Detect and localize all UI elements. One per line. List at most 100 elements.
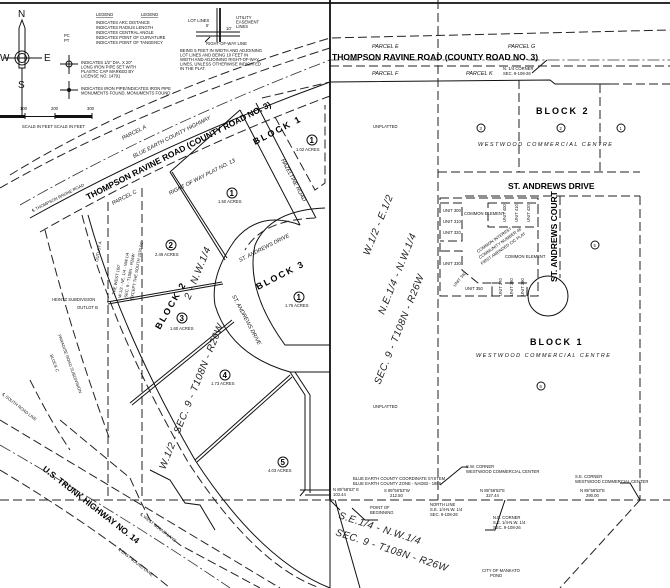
parcel-e-label: PARCEL E	[372, 44, 399, 50]
coord-note: BLUE EARTH COUNTY ZONE - NAD83 - 1986	[353, 481, 442, 486]
distance: 327.44	[486, 493, 499, 498]
distance: 290.00	[586, 493, 599, 498]
svg-text:2: 2	[169, 241, 174, 250]
lot-5-block2: 54.03 ACRES	[268, 456, 292, 473]
unit-label: UNIT 300	[443, 208, 462, 213]
easement-label: LOT LINES	[188, 18, 210, 23]
compass-n: N	[18, 9, 25, 20]
westwood-lot: 6	[536, 381, 546, 391]
svg-text:3: 3	[480, 126, 483, 131]
scale-tick: 200	[51, 106, 59, 111]
ne-corner-note: N.E. CORNER	[493, 515, 520, 520]
sw-corner-note: WESTWOOD COMMERCIAL CENTER	[466, 469, 539, 474]
legend-item: INDICATES CENTRAL ANGLE	[96, 30, 154, 35]
common-element-label: COMMON ELEMENT	[505, 254, 546, 259]
subdivision-line	[29, 379, 71, 451]
easement-label: UTILITY	[236, 15, 252, 20]
compass-w: W	[0, 53, 10, 64]
scale-tick: 300	[87, 106, 95, 111]
legend-item: INDICATES POINT OF CURVATURE	[96, 35, 166, 40]
unit-label: UNIT 310	[443, 219, 462, 224]
iron-pipe-found-icon	[60, 81, 78, 99]
lot-4-block2: 41.73 ACRES	[211, 369, 235, 386]
westwood-lot: 2	[556, 123, 566, 133]
svg-text:2: 2	[560, 126, 563, 131]
lot-3-block2: 31.60 ACRES	[170, 312, 194, 331]
lot-lines	[81, 81, 331, 588]
lot-1-block3: 11.76 ACRES	[285, 291, 309, 308]
boundary-lines	[0, 0, 670, 501]
unit-label: UNIT 420	[526, 203, 531, 222]
svg-text:1: 1	[297, 293, 302, 302]
westwood-block2-label: BLOCK 2	[536, 106, 590, 116]
north-line-note: S.E. 1/4-N.W. 1/4	[430, 507, 463, 512]
svg-text:1.73 ACRES: 1.73 ACRES	[211, 381, 235, 386]
easement-note: LOT LINES AND BEING 10 FEET IN	[180, 53, 248, 58]
legend-header: LEGEND	[141, 12, 158, 17]
legend: LEGEND LEGEND PC PT INDICATES ARC DISTAN…	[60, 12, 172, 99]
road-label-centerline: ℄ THOMPSON RAVINE ROAD	[30, 182, 85, 213]
svg-text:THE WEST 100': THE WEST 100'	[111, 264, 121, 295]
parcel-c-label: PARCEL C	[111, 189, 138, 207]
legend-item: INDICATES POINT OF TANGENCY	[96, 40, 163, 45]
compass-e: E	[44, 53, 51, 64]
westwood-block1-label: BLOCK 1	[530, 337, 584, 347]
unit-label: UNIT 370	[498, 277, 503, 296]
easement-detail: LOT LINES UTILITY EASEMENT LINES 5' 10' …	[180, 8, 262, 71]
easement-note: IN THE PLAT.	[180, 66, 206, 71]
svg-text:1.02 ACRES: 1.02 ACRES	[296, 147, 320, 152]
legend-header: LEGEND	[96, 12, 113, 17]
bearing: S 89°58'53"W	[384, 488, 410, 493]
easement-note: WIDTH AND ADJOINING RIGHT-OF-WAY	[180, 57, 259, 62]
west-lane-label: ℄ WEST BOUND LANE	[139, 511, 178, 543]
st-andrews-court-label: ST. ANDREWS COURT	[549, 190, 559, 282]
easement-label: RIGHT-OF-WAY LINE	[206, 41, 247, 46]
paradise-subdivision-label: PARADISE ROAD SUBDIVISION	[57, 334, 83, 394]
south-road-label: ℄ SOUTH ROAD LINE	[1, 391, 38, 422]
easement-note: LINES, UNLESS OTHERWISE INDICATED	[180, 62, 261, 67]
compass-s: S	[18, 80, 25, 91]
svg-text:4: 4	[223, 371, 228, 380]
easement-note: BEING 5 FEET IN WIDTH AND ADJOINING	[180, 48, 262, 53]
svg-text:1.76 ACRES: 1.76 ACRES	[285, 303, 309, 308]
westwood-lot: 1	[616, 123, 626, 133]
se-corner-note: WESTWOOD COMMERCIAL CENTER	[575, 479, 648, 484]
legend-item: MONUMENTS FOUND. MONUMENTS FOUND.	[81, 91, 172, 96]
westwood-name: WESTWOOD COMMERCIAL CENTRE	[478, 142, 613, 148]
westwood-lot: 3	[476, 123, 486, 133]
unplatted-label: UNPLATTED	[373, 124, 398, 129]
svg-text:4.03 ACRES: 4.03 ACRES	[268, 468, 292, 473]
svg-text:5: 5	[281, 458, 286, 467]
lot-1-block1: 11.02 ACRES	[296, 134, 320, 152]
section-label: SEC. 9 - T108N - R26W	[373, 272, 428, 386]
svg-text:1.60 ACRES: 1.60 ACRES	[170, 326, 194, 331]
city-pond-label: POND	[490, 573, 502, 578]
north-line-note: NORTH LINE	[430, 502, 455, 507]
common-element-label: COMMON ELEMENT	[464, 211, 505, 216]
unplatted-label: UNPLATTED	[373, 404, 398, 409]
lot-1-block2: 11.50 ACRES	[218, 187, 242, 204]
legend-item: LONG IRON PIPE SET WITH	[81, 65, 136, 70]
easement-label: EASEMENT	[236, 20, 259, 25]
svg-text:2.49 ACRES: 2.49 ACRES	[155, 252, 179, 257]
survey-lines	[329, 466, 641, 588]
se-corner-note: S.E. CORNER	[575, 474, 602, 479]
svg-text:5: 5	[594, 243, 597, 248]
section-label: W.1/2 - SEC. 9 - T108N - R26W	[158, 321, 227, 471]
road-lines	[0, 29, 670, 233]
westwood-name: WESTWOOD COMMERCIAL CENTRE	[476, 353, 611, 359]
section-label: 2 - N.W.1/4	[182, 245, 213, 302]
legend-abbrev: PC	[64, 33, 70, 38]
unit-label: UNIT 320	[443, 230, 462, 235]
north-line-note: SEC. 9-108-26	[430, 512, 458, 517]
svg-text:1: 1	[230, 189, 235, 198]
st-andrews-drive-label: ST. ANDREWS DRIVE	[508, 181, 595, 191]
block3-label: BLOCK 3	[254, 259, 306, 292]
unit-label: UNIT 330	[443, 261, 462, 266]
parcel-k-label: PARCEL K	[466, 71, 493, 77]
bearing: N 89°58'53"E	[480, 488, 505, 493]
scale-tick: 100	[20, 106, 28, 111]
pob-note: BEGINNING	[370, 510, 394, 515]
pob-note: POINT OF	[370, 505, 390, 510]
unit-label: UNIT 400	[502, 203, 507, 222]
